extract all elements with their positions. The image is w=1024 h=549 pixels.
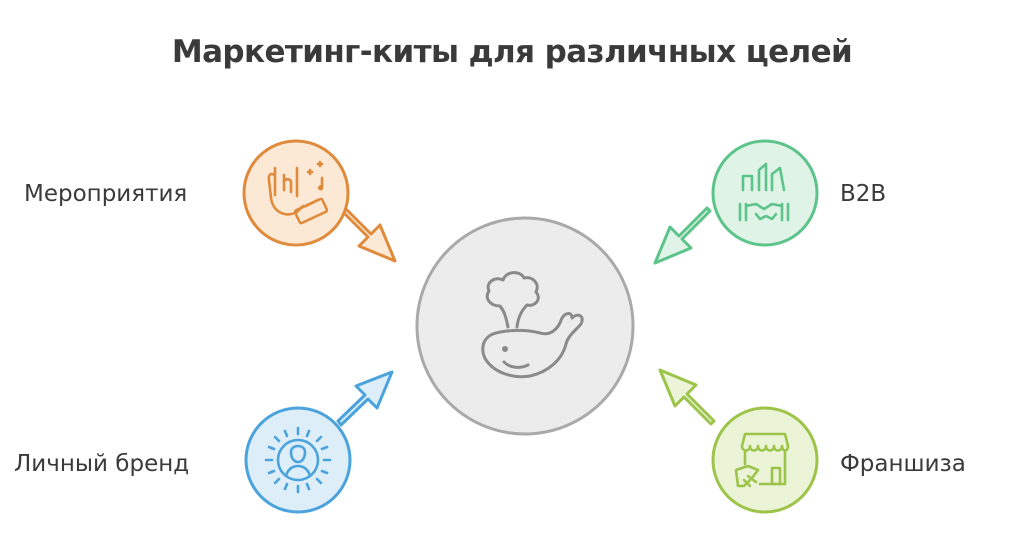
arrow-franchise-to-center — [658, 368, 716, 426]
arrow-b2b-to-center — [653, 206, 712, 265]
label-events: Мероприятия — [24, 181, 188, 207]
storefront-handshake-icon — [734, 432, 790, 488]
diagram-title: Маркетинг-киты для различных целей — [171, 34, 853, 70]
node-b2b — [711, 139, 819, 247]
label-b2b: B2B — [840, 181, 887, 207]
label-personal-brand: Личный бренд — [14, 451, 190, 477]
rock-hand-ticket-icon — [267, 160, 329, 225]
arrow-events-to-center — [339, 205, 397, 263]
node-franchise — [711, 406, 819, 514]
node-personal-brand — [244, 406, 352, 514]
label-franchise: Франшиза — [840, 451, 966, 477]
arrow-personal-brand-to-center — [336, 370, 394, 427]
buildings-handshake-icon — [738, 162, 790, 222]
whale-icon — [481, 271, 584, 379]
node-events — [242, 139, 350, 247]
center-node — [415, 216, 635, 436]
person-spotlight-icon — [264, 426, 332, 494]
